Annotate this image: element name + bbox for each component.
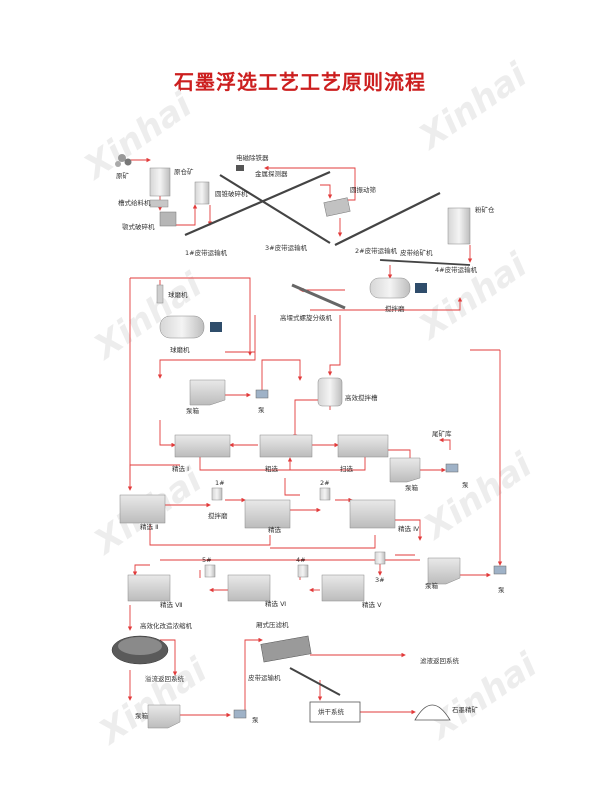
- flow-lines: [127, 157, 503, 718]
- ball-mill-top-shape: [369, 277, 411, 299]
- label-vibrating-feeder: 槽式给料机: [118, 198, 151, 207]
- label-tailings-dam: 尾矿库: [432, 429, 452, 438]
- powder-bin-shape: [447, 207, 471, 245]
- label-pump-1: 泵: [258, 406, 265, 414]
- label-dryer: 烘干系统: [318, 707, 345, 716]
- label-cleaner-6: 精选 Ⅵ: [265, 599, 286, 608]
- label-thickener: 高效化改造浓缩机: [140, 621, 193, 630]
- screen-shape: [323, 197, 351, 217]
- label-mixer-2: 2#: [320, 479, 330, 487]
- label-overflow-return: 溢流返回系统: [145, 674, 185, 683]
- label-agitation-tank: 高效搅拌槽: [345, 393, 378, 402]
- label-metal-detector: 金属探测器: [255, 169, 288, 178]
- flotation-cells: [119, 434, 396, 602]
- label-pump-box-1: 泵箱: [186, 406, 200, 415]
- label-cleaner-5: 精选 Ⅴ: [362, 600, 382, 609]
- raw-bin-shape: [149, 167, 171, 197]
- mixer-5-shape: [204, 564, 216, 578]
- label-graphite-product: 石墨精矿: [452, 705, 479, 714]
- label-belt3: 3#皮带运输机: [265, 243, 308, 252]
- label-circ-screen: 圆振动筛: [350, 185, 377, 194]
- label-scavenger: 扫选: [340, 464, 354, 473]
- pump-3-shape: [493, 565, 507, 575]
- mixer-3-shape: [374, 551, 386, 565]
- graphite-pile-shape: [414, 704, 451, 721]
- diagram-title: 石墨浮选工艺工艺原则流程: [174, 70, 426, 94]
- label-pump-box-4: 泵箱: [135, 711, 149, 720]
- label-belt2: 2#皮带运输机: [355, 246, 398, 255]
- label-mixer-5: 5#: [202, 556, 212, 564]
- filter-press-shape: [260, 635, 312, 663]
- label-raw-bin: 原仓矿: [174, 167, 194, 176]
- belt2-shape: [334, 192, 441, 246]
- label-spiral-classifier: 高堰式螺旋分级机: [280, 313, 333, 322]
- label-magnet: 电磁除铁器: [236, 153, 269, 162]
- raw-ore-icon: [115, 154, 132, 167]
- watermark-text: Xinhai: [416, 445, 541, 549]
- pump-box-1-shape: [189, 379, 226, 406]
- ball-mill-left-shape: [159, 315, 205, 339]
- motor-shape: [415, 283, 427, 293]
- classifier-shape: [291, 283, 346, 310]
- label-belt-conveyor: 皮带运输机: [248, 673, 281, 682]
- jaw-crusher-shape: [159, 211, 177, 227]
- pump-box-2-shape: [389, 457, 421, 483]
- label-pump-box-2: 泵箱: [405, 483, 419, 492]
- pump-4-shape: [233, 709, 247, 719]
- agitation-tank-shape: [317, 377, 343, 407]
- equipment: [111, 154, 507, 729]
- mixer-2-shape: [319, 487, 331, 501]
- belt-conveyor-shape: [289, 667, 341, 696]
- label-mixing-mill: 搅拌磨: [208, 511, 228, 520]
- label-jaw-crusher: 颚式破碎机: [122, 222, 155, 231]
- label-cleaner-7: 精选 Ⅶ: [160, 600, 182, 609]
- label-powder-bin: 粉矿仓: [475, 205, 495, 214]
- label-belt4: 4#皮带运输机: [435, 265, 478, 274]
- label-cleaner-3: 精选: [268, 525, 282, 534]
- dryer-box: [309, 701, 361, 723]
- label-raw-ore: 原矿: [116, 171, 130, 180]
- labels: 原矿 原仓矿 槽式给料机 颚式破碎机 电磁除铁器 金属探测器 圆锥破碎机 1#皮…: [116, 153, 505, 724]
- label-pump-2: 泵: [462, 481, 469, 489]
- label-ball-mill-top: 球磨机: [168, 290, 188, 299]
- belt3-shape: [219, 174, 331, 244]
- label-cone-crusher: 圆锥破碎机: [215, 189, 248, 198]
- label-rougher: 粗选: [265, 464, 279, 473]
- mixer-4-shape: [297, 564, 309, 578]
- label-stirred-mill: 搅拌磨: [385, 304, 405, 313]
- label-mixer-3: 3#: [375, 576, 385, 584]
- label-filtrate-return: 滤液返回系统: [420, 656, 460, 665]
- label-pump-3: 泵: [498, 586, 505, 594]
- label-mixer-4: 4#: [296, 556, 306, 564]
- pump-1-shape: [255, 389, 269, 399]
- pump-2-shape: [445, 463, 459, 473]
- cyclone-shape: [156, 284, 164, 304]
- magnet-shape: [236, 165, 244, 171]
- belt4-shape: [379, 259, 471, 266]
- label-belt-feeder: 皮带给矿机: [400, 248, 433, 257]
- label-pump-4: 泵: [252, 716, 259, 724]
- label-ball-mill-left: 球磨机: [170, 345, 190, 354]
- label-cleaner-4: 精选 Ⅳ: [398, 524, 419, 533]
- watermark-text: Xinhai: [411, 245, 536, 349]
- pump-box-3-shape: [427, 557, 461, 585]
- watermark-text: Xinhai: [411, 55, 536, 159]
- feeder-shape: [149, 199, 169, 208]
- label-cleaner-2: 精选 Ⅱ: [140, 522, 158, 531]
- motor-shape: [210, 322, 222, 332]
- label-belt1: 1#皮带运输机: [185, 248, 228, 257]
- watermark-text: Xinhai: [91, 650, 216, 754]
- label-pump-box-3: 泵箱: [425, 581, 439, 590]
- mixer-1-shape: [211, 487, 223, 501]
- label-mixer-1: 1#: [215, 479, 225, 487]
- belt1-shape: [184, 170, 331, 237]
- label-cleaner-1: 精选 Ⅰ: [172, 464, 189, 473]
- label-filter-press: 厢式压滤机: [256, 620, 289, 629]
- cone-crusher-shape: [194, 181, 210, 205]
- pump-box-4-shape: [147, 704, 181, 729]
